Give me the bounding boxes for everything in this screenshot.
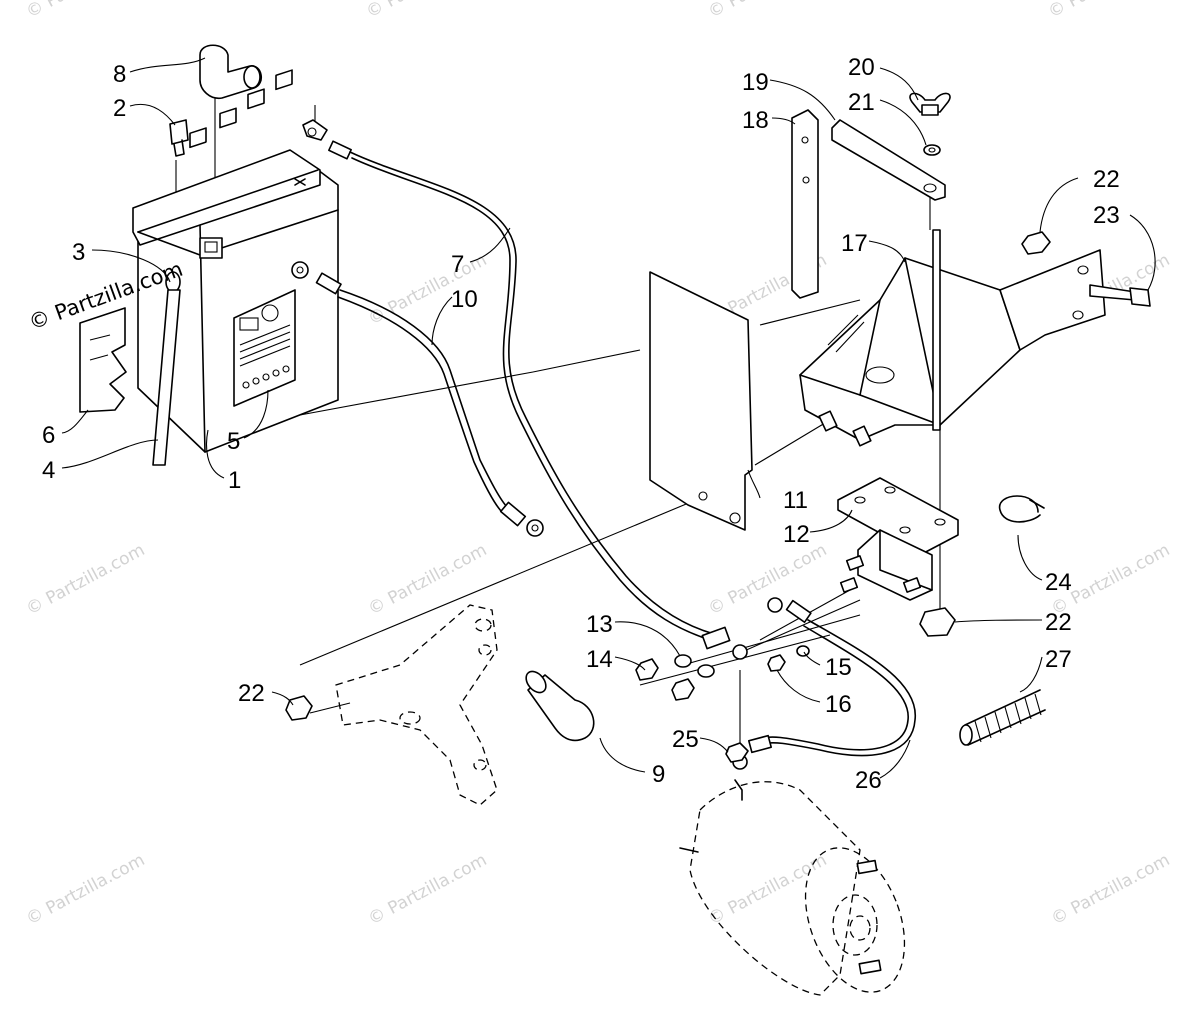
hex-nuts[interactable] (635, 654, 786, 701)
callout-2: 2 (113, 95, 126, 122)
callout-14: 14 (586, 646, 613, 673)
watermark-tile: © Partzilla.com (23, 0, 148, 22)
callout-12: 12 (783, 521, 810, 548)
leader-lines (61, 57, 1156, 779)
wing-nut[interactable] (909, 92, 951, 116)
starter-stud-nut[interactable] (725, 742, 749, 763)
battery-box-plate[interactable] (649, 271, 753, 531)
threaded-rod[interactable] (932, 229, 941, 431)
watermark-tile: © Partzilla.com (23, 540, 148, 619)
starter-cable[interactable] (732, 597, 916, 770)
watermark-tile: © Partzilla.com (705, 850, 830, 929)
callout-22-left: 22 (238, 680, 265, 707)
starter-solenoid[interactable] (839, 529, 933, 601)
battery-terminal-negative (294, 178, 306, 186)
callout-4: 4 (42, 457, 55, 484)
vent-tube[interactable] (152, 289, 181, 466)
battery-pad[interactable] (79, 307, 127, 413)
watermark-tile: © Partzilla.com (363, 0, 488, 22)
callout-7: 7 (451, 251, 464, 278)
callout-19: 19 (742, 69, 769, 96)
watermark-tile: © Partzilla.com (23, 850, 148, 929)
callout-26: 26 (855, 767, 882, 794)
positive-cable[interactable] (302, 119, 748, 660)
callout-9: 9 (652, 761, 665, 788)
battery[interactable] (132, 69, 339, 453)
callout-18: 18 (742, 107, 769, 134)
callout-5: 5 (227, 428, 240, 455)
callout-1: 1 (228, 467, 241, 494)
callout-27: 27 (1045, 646, 1072, 673)
callout-23: 23 (1093, 202, 1120, 229)
hold-down-bracket[interactable] (831, 119, 946, 201)
flange-nut-lower[interactable] (919, 607, 956, 637)
callout-22-right: 22 (1045, 609, 1072, 636)
battery-terminal-positive (199, 237, 223, 259)
callout-3: 3 (72, 239, 85, 266)
battery-label (233, 289, 296, 407)
terminal-boot[interactable] (522, 668, 595, 742)
callout-11: 11 (783, 487, 808, 514)
retaining-clip[interactable] (999, 495, 1045, 523)
watermark-tile: © Partzilla.com (705, 540, 830, 619)
lock-washers[interactable] (674, 645, 810, 678)
callout-16: 16 (825, 691, 852, 718)
washer[interactable] (923, 144, 941, 156)
callout-20: 20 (848, 54, 875, 81)
flange-nut-top[interactable] (1021, 231, 1051, 255)
callout-8: 8 (113, 61, 126, 88)
callout-21: 21 (848, 89, 875, 116)
callout-13: 13 (586, 611, 613, 638)
watermark-tile: © Partzilla.com (1048, 850, 1173, 929)
hold-down-rod[interactable] (791, 109, 819, 299)
battery-vent-caps (189, 69, 293, 149)
terminal-cover[interactable] (199, 44, 262, 100)
spring[interactable] (959, 689, 1046, 746)
callout-25: 25 (672, 726, 699, 753)
battery-box[interactable] (799, 249, 1106, 447)
callout-10: 10 (451, 286, 478, 313)
vent-fitting[interactable] (169, 119, 189, 157)
callout-labels: 8 2 3 6 4 5 1 7 10 19 20 21 18 17 22 23 … (42, 54, 1120, 794)
callout-15: 15 (825, 654, 852, 681)
mount-bracket-reference (335, 604, 498, 806)
bolt[interactable] (1089, 284, 1151, 307)
watermark-tile: © Partzilla.com (1045, 0, 1170, 22)
watermark-tile: © Partzilla.com (365, 540, 490, 619)
solenoid-bracket[interactable] (837, 477, 959, 556)
watermark-tile: © Partzilla.com (365, 850, 490, 929)
starter-stud-left (679, 847, 699, 853)
callout-22-top: 22 (1093, 166, 1120, 193)
watermark-tile: © Partzilla.com (705, 0, 830, 22)
flange-nut-left[interactable] (285, 695, 313, 721)
callout-6: 6 (42, 422, 55, 449)
negative-cable[interactable] (291, 261, 544, 537)
callout-17: 17 (841, 230, 868, 257)
callout-24: 24 (1045, 569, 1072, 596)
starter-motor-reference (679, 779, 906, 996)
